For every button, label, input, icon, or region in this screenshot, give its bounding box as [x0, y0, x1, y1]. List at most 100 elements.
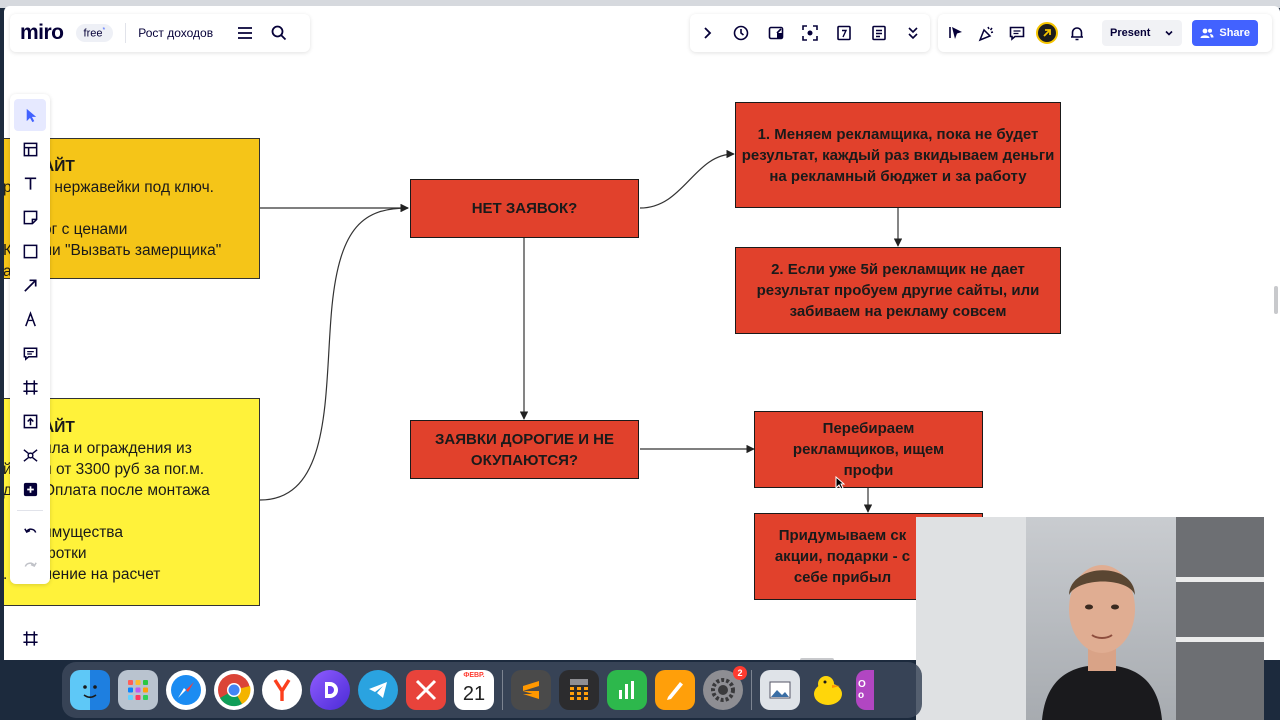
alice-icon: [325, 682, 338, 698]
note-edge-char: К: [4, 240, 13, 261]
box-no-leads[interactable]: НЕТ ЗАЯВОК?: [410, 179, 639, 238]
calendar-app[interactable]: ФЕВР. 21: [454, 670, 494, 710]
text-tool[interactable]: [14, 167, 46, 199]
photo-icon: [769, 681, 791, 699]
calendar-month: ФЕВР.: [463, 672, 485, 679]
note-edge-char: р: [4, 177, 13, 198]
user-avatar[interactable]: [1036, 22, 1058, 44]
bar-chart-icon: [619, 681, 634, 699]
cursors-button[interactable]: [942, 18, 972, 48]
miro-logo[interactable]: miro: [20, 21, 64, 44]
box-expensive-leads-text: ЗАЯВКИ ДОРОГИЕ И НЕ ОКУПАЮТСЯ?: [434, 430, 615, 469]
calendar-button[interactable]: [829, 18, 859, 48]
pencil-icon: [667, 682, 683, 700]
cursor-select-icon: [949, 27, 962, 39]
box-step-1[interactable]: 1. Меняем рекламщика, пока не будет резу…: [735, 102, 1061, 208]
yandex-y-icon: [273, 679, 291, 701]
yandex-browser-app[interactable]: [262, 670, 302, 710]
box-no-leads-text: НЕТ ЗАЯВОК?: [471, 200, 578, 217]
plan-badge-label: free: [83, 27, 103, 40]
focus-button[interactable]: [795, 18, 825, 48]
box-promotions-text: Придумываем ск акции, подарки - с себе п…: [774, 527, 911, 586]
frame-icon: [22, 630, 38, 646]
pointer-icon: [26, 108, 36, 122]
templates-tool[interactable]: [14, 133, 46, 165]
pen-tool[interactable]: [14, 303, 46, 335]
partial-app[interactable]: О о: [856, 670, 874, 710]
note-line: имущества: [43, 524, 123, 541]
pages-app[interactable]: [655, 670, 695, 710]
system-settings-app[interactable]: 2: [703, 666, 747, 710]
vertical-scrollbar[interactable]: [1274, 286, 1278, 314]
safari-app[interactable]: [166, 670, 206, 710]
webcam-wall: [916, 517, 1026, 720]
comments-button[interactable]: [1002, 18, 1032, 48]
search-icon: [271, 25, 287, 41]
search-button[interactable]: [265, 19, 293, 47]
note-title: АЙТ: [43, 419, 75, 436]
text-icon: [24, 176, 36, 190]
main-menu-button[interactable]: [231, 19, 259, 47]
more-tools-button[interactable]: [898, 18, 928, 48]
shape-tool[interactable]: [14, 235, 46, 267]
present-label: Present: [1110, 27, 1151, 39]
undo-button[interactable]: [14, 516, 46, 548]
square-icon: [23, 244, 37, 258]
comment-tool[interactable]: [14, 337, 46, 369]
notes-button[interactable]: [864, 18, 894, 48]
upload-tool[interactable]: [14, 405, 46, 437]
chevron-right-icon: [704, 27, 712, 39]
telegram-app[interactable]: [358, 670, 398, 710]
connector-yellow-to-no-leads: [259, 203, 409, 501]
frame-tool[interactable]: [14, 371, 46, 403]
timer-button[interactable]: [726, 18, 756, 48]
sticky-note-tool[interactable]: [14, 201, 46, 233]
reactions-button[interactable]: [972, 18, 1002, 48]
chrome-app[interactable]: [214, 670, 254, 710]
box-step-1-text: 1. Меняем рекламщика, пока не будет резу…: [741, 125, 1055, 185]
frames-panel-button[interactable]: [14, 622, 46, 654]
notification-badge: 2: [733, 666, 747, 680]
box-find-pros[interactable]: Перебираем рекламщиков, ищем профи: [754, 411, 983, 488]
finder-app[interactable]: [70, 670, 110, 710]
embed-button[interactable]: [761, 18, 791, 48]
header-divider: [125, 23, 127, 43]
horizontal-scrollbar[interactable]: [800, 658, 834, 660]
note-edge-char: а: [4, 261, 13, 278]
bell-icon: [1071, 27, 1083, 41]
comments-icon: [1009, 26, 1025, 41]
duck-icon: [814, 676, 842, 705]
board-name[interactable]: Рост доходов: [138, 26, 214, 40]
present-button[interactable]: Present: [1102, 20, 1183, 46]
xmind-app[interactable]: [406, 670, 446, 710]
sticky-note-icon: [23, 210, 37, 224]
toolbar-separator: [17, 510, 43, 511]
plan-badge[interactable]: free*: [75, 23, 114, 43]
add-more-tool[interactable]: [14, 473, 46, 505]
share-button[interactable]: Share: [1192, 20, 1258, 46]
sublime-app[interactable]: [511, 670, 551, 710]
note-edge-char: .: [4, 564, 13, 585]
box-expensive-leads[interactable]: ЗАЯВКИ ДОРОГИЕ И НЕ ОКУПАЮТСЯ?: [410, 420, 639, 479]
chevron-down-icon[interactable]: [1164, 28, 1174, 38]
connector-tool[interactable]: [14, 269, 46, 301]
dock-separator: [751, 670, 752, 710]
calculator-app[interactable]: [559, 670, 599, 710]
select-tool[interactable]: [14, 99, 46, 131]
box-step-2[interactable]: 2. Если уже 5й рекламщик не дает результ…: [735, 247, 1061, 334]
collaboration-toolbar: [690, 14, 930, 52]
upload-icon: [23, 414, 37, 428]
alice-app[interactable]: [310, 670, 350, 710]
webcam-shelf: [1176, 517, 1264, 720]
launchpad-app[interactable]: [118, 670, 158, 710]
users-icon: [1200, 28, 1214, 38]
expand-toolbar-button[interactable]: [692, 18, 722, 48]
preview-app[interactable]: [760, 670, 800, 710]
notifications-button[interactable]: [1062, 18, 1092, 48]
plan-badge-mark: *: [102, 26, 106, 34]
arrow-up-right-icon: [1043, 29, 1051, 37]
redo-button[interactable]: [14, 550, 46, 582]
more-apps-tool[interactable]: [14, 439, 46, 471]
cyberduck-app[interactable]: [808, 670, 848, 710]
numbers-app[interactable]: [607, 670, 647, 710]
